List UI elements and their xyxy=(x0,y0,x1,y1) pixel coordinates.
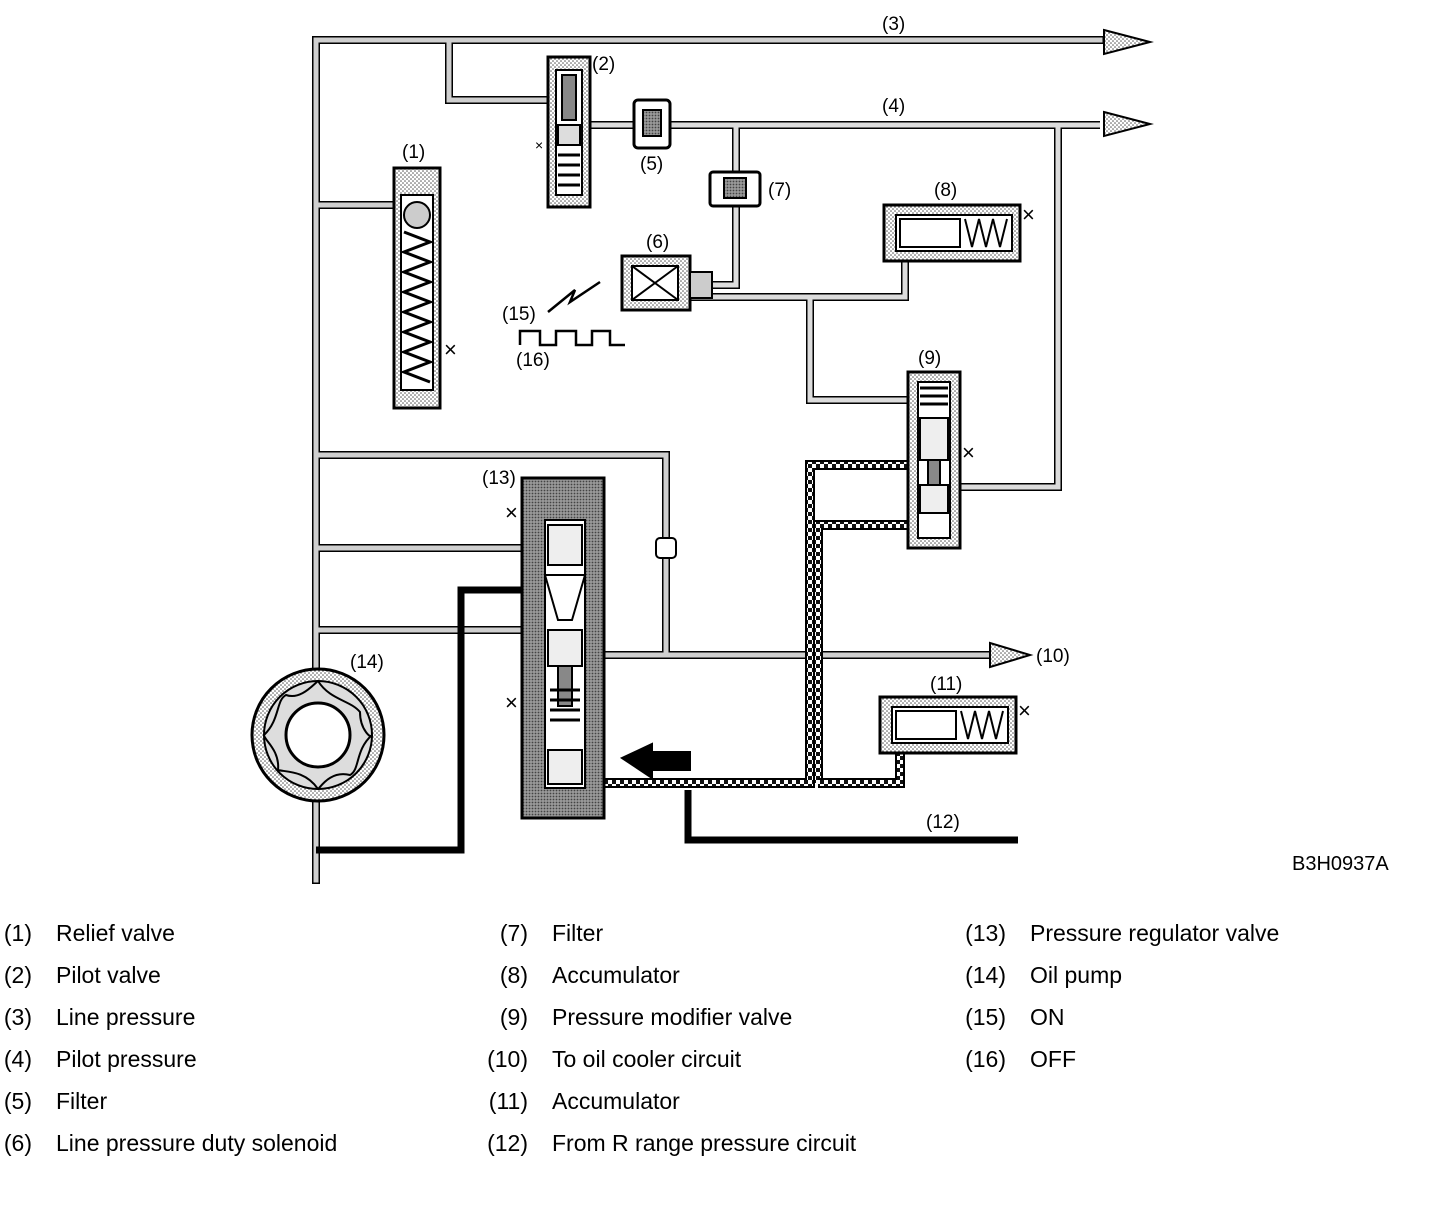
svg-text:×: × xyxy=(535,137,543,153)
figure-code: B3H0937A xyxy=(1292,853,1389,875)
svg-text:×: × xyxy=(1018,698,1031,723)
svg-text:×: × xyxy=(505,690,518,715)
accumulator-8 xyxy=(882,203,1022,263)
pilot-pressure-passages xyxy=(590,121,1100,491)
callout-7: (7) xyxy=(768,180,791,201)
oil-pump xyxy=(250,667,386,803)
svg-text:×: × xyxy=(444,337,457,362)
callout-2: (2) xyxy=(592,54,615,75)
callout-12: (12) xyxy=(926,812,960,833)
callout-10: (10) xyxy=(1036,646,1070,667)
callouts: (1) (2) (3) (4) (5) (6) (7) (8) (9) (10)… xyxy=(350,14,1070,833)
modified-pressure-passages xyxy=(600,460,912,788)
svg-text:×: × xyxy=(962,440,975,465)
callout-13: (13) xyxy=(482,468,516,489)
pilot-valve xyxy=(546,55,592,209)
callout-9: (9) xyxy=(918,348,941,369)
callout-11: (11) xyxy=(930,674,962,695)
accumulator-11 xyxy=(878,695,1018,755)
filter-5 xyxy=(632,98,672,150)
pressure-regulator-valve xyxy=(520,476,606,820)
duty-signal-symbol xyxy=(518,280,625,347)
pressure-modifier-valve xyxy=(906,370,962,550)
callout-5: (5) xyxy=(640,154,663,175)
legend: (1)Relief valve (2)Pilot valve (3)Line p… xyxy=(3,920,1280,1156)
svg-text:×: × xyxy=(1022,202,1035,227)
flow-arrows xyxy=(619,28,1154,780)
orifice xyxy=(655,537,677,559)
relief-valve xyxy=(392,166,442,410)
callout-8: (8) xyxy=(934,180,957,201)
hydraulic-circuit-diagram: × × × × × × × (1) (2) (3) (4) (5) (6) (7… xyxy=(250,14,1389,884)
line-pressure-passages xyxy=(312,36,1104,884)
callout-3: (3) xyxy=(882,14,905,35)
callout-14: (14) xyxy=(350,652,384,673)
callout-6: (6) xyxy=(646,232,669,253)
svg-text:×: × xyxy=(505,500,518,525)
filter-7 xyxy=(708,170,762,208)
drain-marks: × × × × × × × xyxy=(444,137,1035,723)
callout-1: (1) xyxy=(402,142,425,163)
r-range-pressure-passages xyxy=(316,586,1018,854)
line-pressure-duty-solenoid xyxy=(620,254,713,312)
callout-15: (15) xyxy=(502,304,536,325)
callout-16: (16) xyxy=(516,350,550,371)
callout-4: (4) xyxy=(882,96,905,117)
